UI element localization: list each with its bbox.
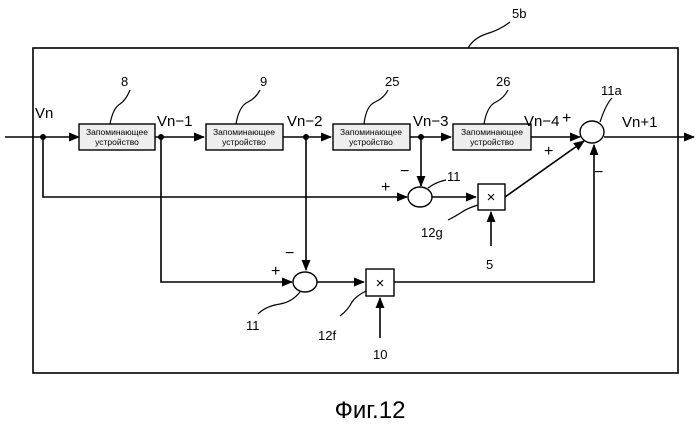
adder-11a (580, 121, 604, 143)
memory-25: Запоминающее устройство (333, 124, 410, 150)
leader-12f (340, 291, 366, 316)
sign-minus-main: − (594, 164, 603, 181)
adder-ref-upper: 11 (447, 169, 461, 184)
memory-25-label-1: Запоминающее (340, 127, 402, 137)
leader-12g (448, 205, 478, 220)
multiplier-12f-symbol: × (376, 275, 385, 292)
memory-26-label-1: Запоминающее (461, 127, 523, 137)
figure-caption: Фиг.12 (335, 397, 406, 424)
memory-ref-25: 25 (385, 74, 399, 89)
sign-plus-main: + (562, 110, 571, 127)
wire-vn1-to-lower-adder (161, 137, 292, 282)
signal-vn: Vn (35, 105, 53, 122)
adder-lower (293, 272, 317, 292)
signal-vn2: Vn−2 (287, 113, 322, 130)
sign-plus-lower: + (271, 263, 280, 280)
memory-9: Запоминающее устройство (206, 124, 283, 150)
signal-vn4: Vn−4 (524, 113, 559, 130)
adder-upper (408, 187, 432, 207)
signal-vn1: Vn−1 (157, 113, 192, 130)
adder-ref-lower: 11 (246, 318, 260, 333)
leader-26 (484, 90, 508, 124)
leader-upper-adder (428, 180, 446, 188)
memory-26-label-2: устройство (470, 137, 514, 147)
leader-25 (364, 90, 388, 124)
memory-ref-8: 8 (121, 74, 128, 89)
coef-ref-5: 5 (486, 257, 493, 272)
coef-ref-10: 10 (373, 347, 387, 362)
leader-9 (236, 90, 260, 124)
leader-11a (600, 98, 612, 122)
multiplier-ref-12f: 12f (318, 328, 336, 343)
sign-minus-upper: − (400, 163, 409, 180)
wire-mult-12f-to-main-adder (394, 145, 594, 282)
sign-plus-upper: + (381, 179, 390, 196)
leader-5b (468, 22, 510, 48)
sign-plus-diag: + (544, 143, 553, 160)
multiplier-ref-12g: 12g (421, 225, 443, 240)
memory-8: Запоминающее устройство (79, 124, 155, 150)
sign-minus-lower: − (285, 245, 294, 262)
memory-9-label-1: Запоминающее (213, 127, 275, 137)
leader-8 (110, 90, 130, 124)
memory-26: Запоминающее устройство (453, 124, 531, 150)
signal-vn3: Vn−3 (413, 113, 448, 130)
signal-out: Vn+1 (622, 114, 657, 131)
multiplier-12g-symbol: × (487, 189, 496, 206)
memory-25-label-2: устройство (349, 137, 393, 147)
memory-ref-9: 9 (260, 74, 267, 89)
memory-9-label-2: устройство (222, 137, 266, 147)
memory-ref-26: 26 (496, 74, 510, 89)
leader-lower-adder (258, 292, 300, 314)
block-ref-5b: 5b (512, 6, 526, 21)
outer-block-5b (33, 48, 678, 373)
memory-8-label-1: Запоминающее (86, 127, 148, 137)
adder-ref-11a: 11a (601, 83, 622, 98)
memory-8-label-2: устройство (95, 137, 139, 147)
